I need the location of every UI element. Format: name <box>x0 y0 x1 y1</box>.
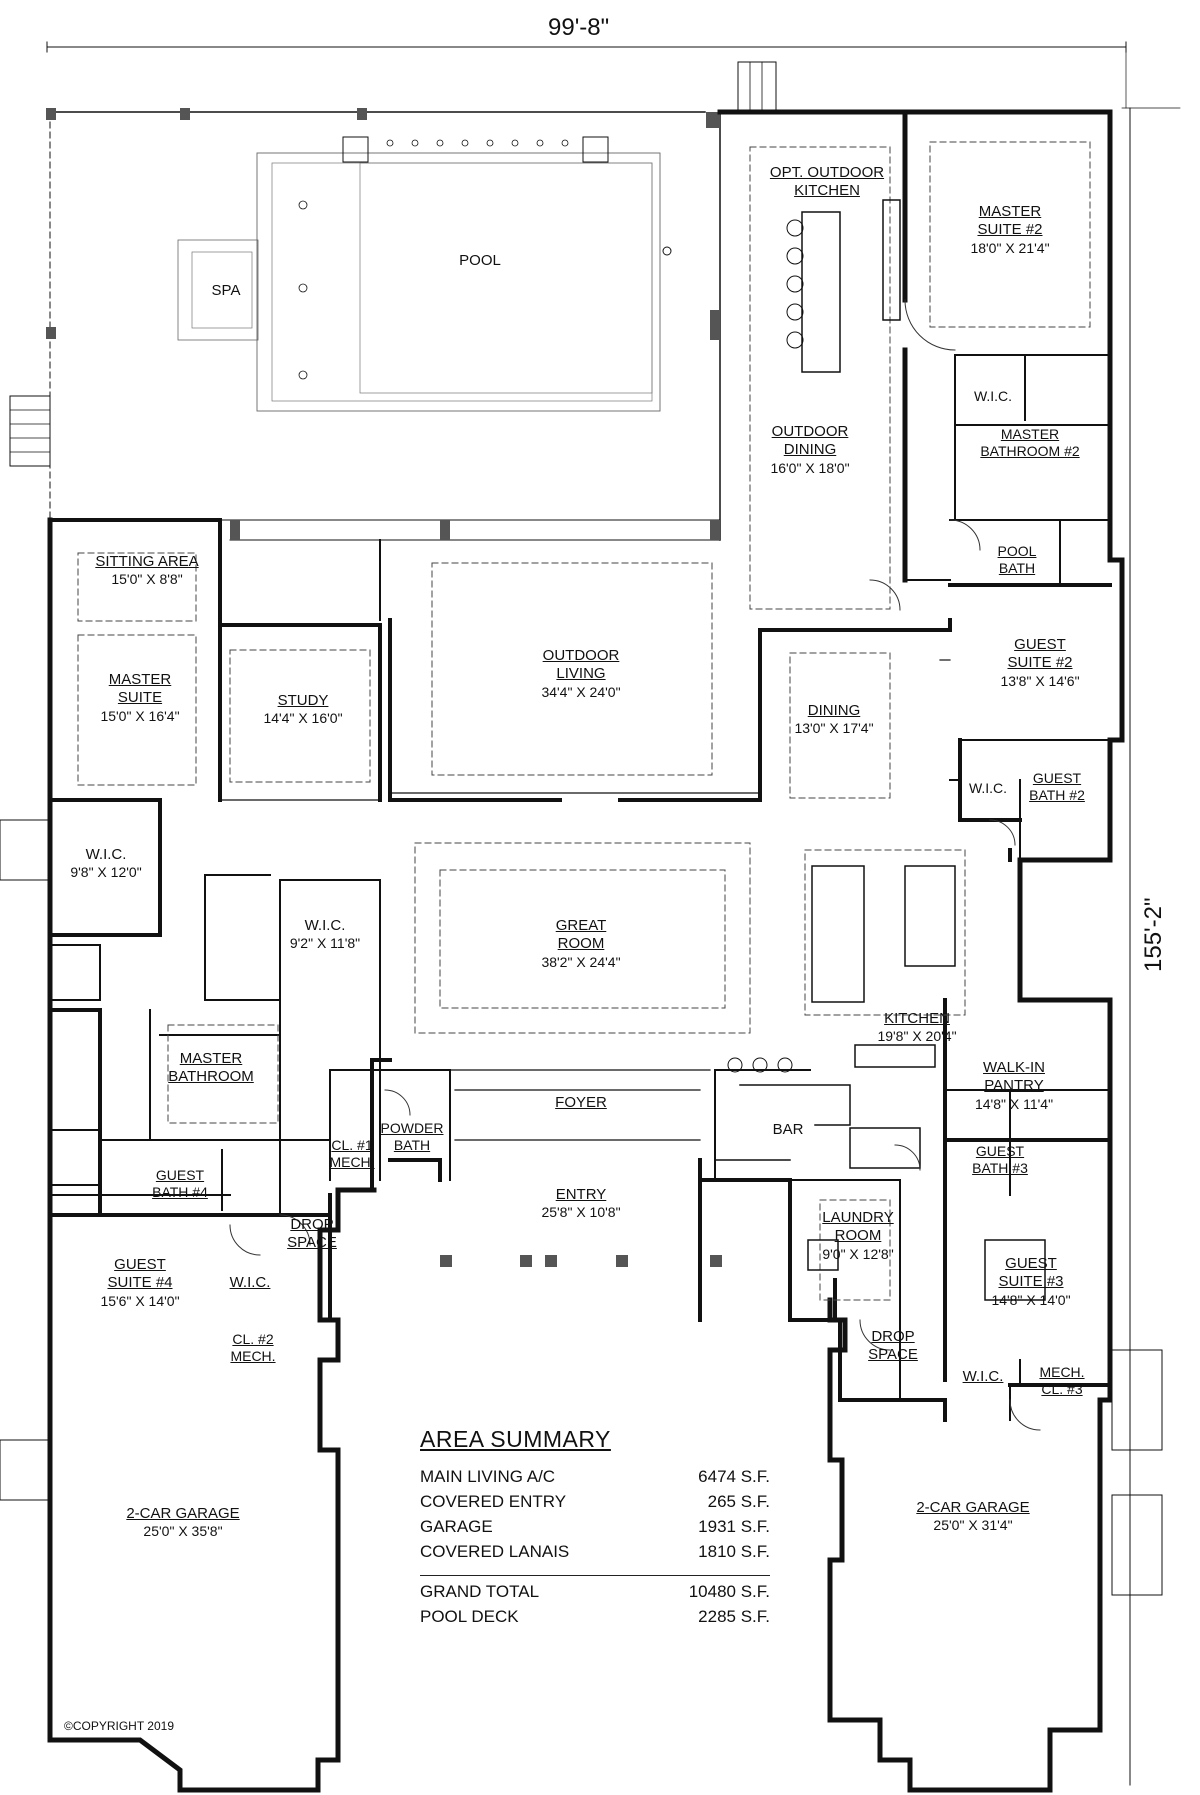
room-wic-guest-suite-3: W.I.C. <box>962 1368 1004 1385</box>
area-summary-totals: GRAND TOTAL 10480 S.F. POOL DECK 2285 S.F. <box>420 1582 770 1632</box>
room-drop-space-1: DROP SPACE <box>287 1216 337 1252</box>
area-label: POOL DECK <box>420 1607 519 1626</box>
room-guest-bath-2: GUEST BATH #2 <box>1029 770 1085 804</box>
area-value: 2285 S.F. <box>698 1607 770 1626</box>
area-value: 10480 S.F. <box>688 1582 770 1601</box>
room-guest-bath-4: GUEST BATH #4 <box>152 1167 208 1201</box>
room-wic-2: W.I.C.9'2" X 11'8" <box>289 917 361 952</box>
area-value: 265 S.F. <box>707 1492 770 1511</box>
area-label: COVERED LANAIS <box>420 1542 570 1561</box>
area-value: 1931 S.F. <box>698 1517 770 1536</box>
room-bar: BAR <box>772 1121 804 1138</box>
area-label: GARAGE <box>420 1517 493 1536</box>
room-master-bathroom-2: MASTER BATHROOM #2 <box>980 426 1080 460</box>
overall-width-dimension: 99'-8" <box>548 14 610 41</box>
room-opt-outdoor-kitchen: OPT. OUTDOOR KITCHEN <box>769 164 885 200</box>
area-summary: AREA SUMMARY MAIN LIVING A/C 6474 S.F. COV… <box>420 1426 770 1632</box>
area-label: GRAND TOTAL <box>420 1582 540 1601</box>
room-spa: SPA <box>211 282 241 299</box>
copyright-notice: ©COPYRIGHT 2019 <box>64 1719 174 1733</box>
area-summary-row: POOL DECK 2285 S.F. <box>420 1607 770 1632</box>
room-foyer: FOYER <box>555 1094 607 1111</box>
room-cl1-mech: CL. #1 MECH. <box>329 1137 375 1171</box>
area-summary-row: COVERED ENTRY 265 S.F. <box>420 1492 770 1517</box>
room-pool-bath: POOL BATH <box>997 543 1037 577</box>
area-value: 1810 S.F. <box>698 1542 770 1561</box>
room-guest-bath-3: GUEST BATH #3 <box>972 1143 1028 1177</box>
area-label: COVERED ENTRY <box>420 1492 567 1511</box>
room-drop-space-2: DROP SPACE <box>868 1328 918 1364</box>
area-summary-row: COVERED LANAIS 1810 S.F. <box>420 1542 770 1567</box>
overall-depth-dimension: 155'-2" <box>1140 897 1167 972</box>
room-pool: POOL <box>459 252 501 269</box>
room-powder-bath: POWDER BATH <box>380 1120 444 1154</box>
room-wic-guest-suite-4: W.I.C. <box>229 1274 271 1291</box>
room-wic-guest-suite-2: W.I.C. <box>968 780 1008 796</box>
room-wic-master: W.I.C.9'8" X 12'0" <box>70 846 142 881</box>
area-label: MAIN LIVING A/C <box>420 1467 556 1486</box>
area-summary-rows: MAIN LIVING A/C 6474 S.F. COVERED ENTRY 265… <box>420 1467 770 1567</box>
area-summary-divider <box>420 1575 770 1576</box>
area-value: 6474 S.F. <box>698 1467 770 1486</box>
area-summary-row: GRAND TOTAL 10480 S.F. <box>420 1582 770 1607</box>
room-wic-master-suite-2: W.I.C. <box>973 388 1013 404</box>
area-summary-title: AREA SUMMARY <box>420 1426 611 1452</box>
room-master-bathroom: MASTER BATHROOM <box>168 1050 254 1086</box>
room-mech-cl3: MECH. CL. #3 <box>1039 1364 1085 1398</box>
room-cl2-mech: CL. #2 MECH. <box>230 1331 276 1365</box>
area-summary-row: GARAGE 1931 S.F. <box>420 1517 770 1542</box>
area-summary-row: MAIN LIVING A/C 6474 S.F. <box>420 1467 770 1492</box>
